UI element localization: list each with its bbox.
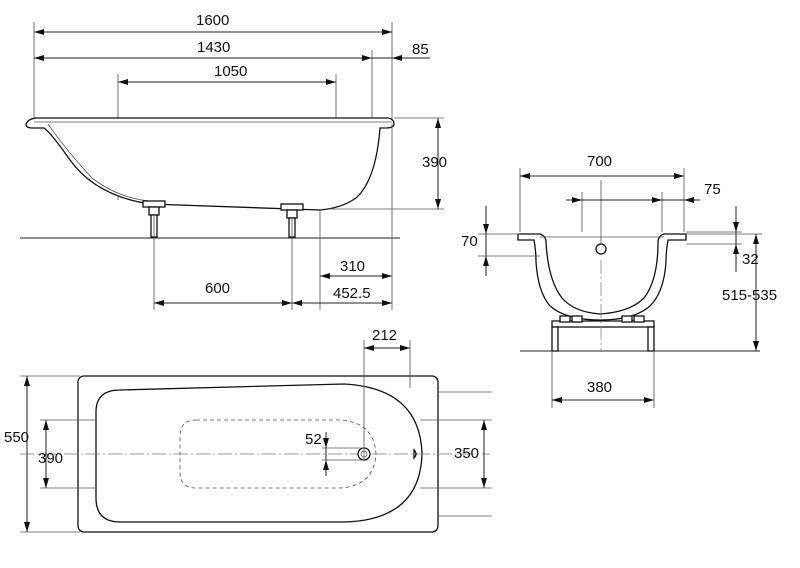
- tub-side-profile: [25, 117, 395, 211]
- dim-550: 550: [4, 429, 29, 446]
- dim-1430: 1430: [197, 39, 230, 56]
- dim-390-depth: 390: [422, 154, 447, 171]
- dim-515-535: 515-535: [722, 287, 777, 304]
- dim-212: 212: [372, 327, 397, 344]
- dim-390-top: 390: [38, 450, 63, 467]
- dim-700: 700: [587, 153, 612, 170]
- dim-350: 350: [454, 445, 479, 462]
- dim-380: 380: [587, 379, 612, 396]
- dim-600: 600: [205, 280, 230, 297]
- tub-top-basin: [95, 383, 423, 523]
- dim-52: 52: [305, 431, 322, 448]
- dim-32: 32: [742, 251, 759, 268]
- top-view: 212 550 390 52 350: [4, 327, 492, 533]
- dim-452-5: 452.5: [333, 285, 371, 302]
- side-view: 1600 1430 85 1050: [20, 12, 447, 310]
- tub-end-profile: [517, 233, 687, 321]
- dim-70: 70: [461, 233, 478, 250]
- dim-75: 75: [704, 181, 721, 198]
- dim-85: 85: [412, 41, 429, 58]
- end-view: 700 75 70 32: [461, 153, 777, 408]
- dim-1600: 1600: [196, 12, 229, 29]
- dim-1050: 1050: [214, 63, 247, 80]
- dim-310: 310: [340, 258, 365, 275]
